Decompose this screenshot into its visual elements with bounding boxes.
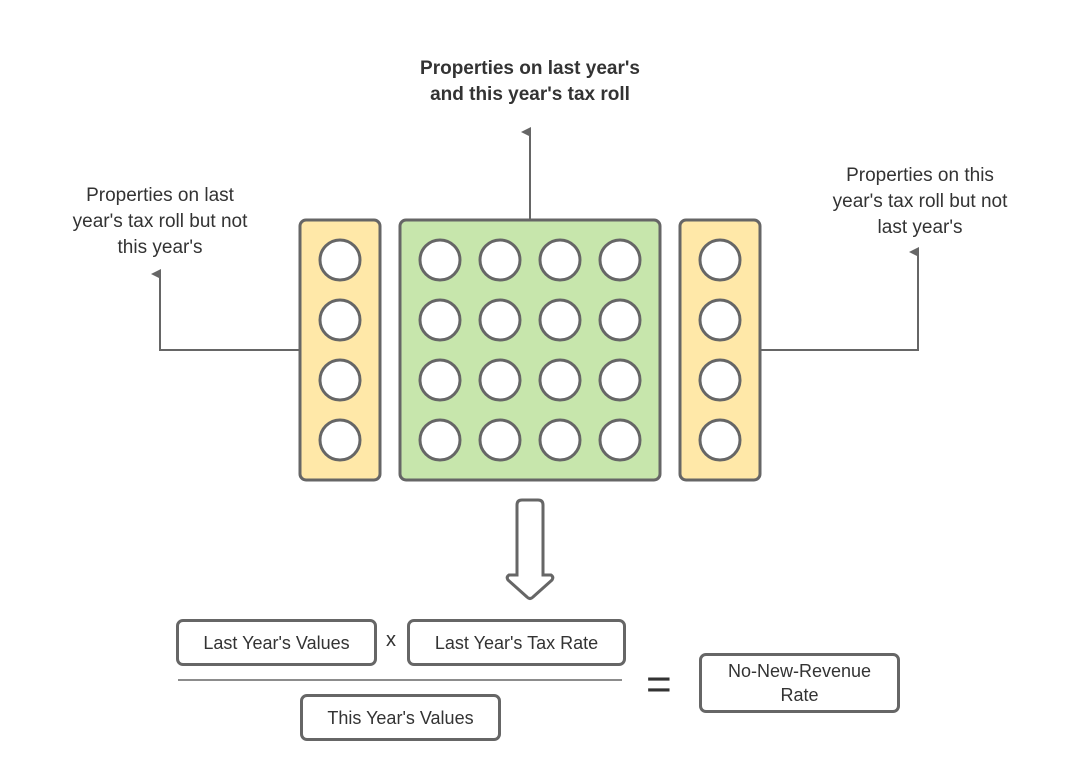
left-property-circle [318, 238, 362, 282]
left-property-circle [318, 298, 362, 342]
down-arrow [505, 498, 555, 600]
right-property-circle [698, 418, 742, 462]
center-property-circle [598, 238, 642, 282]
left-property-circle [318, 418, 362, 462]
multiply-operator: x [386, 629, 396, 651]
equals-sign: = [646, 660, 672, 709]
this-years-values-box: This Year's Values [300, 694, 501, 741]
center-property-circle [478, 238, 522, 282]
center-property-circle [418, 358, 462, 402]
label-last-year-only: Properties on last year's tax roll but n… [72, 185, 248, 258]
center-property-circle [478, 298, 522, 342]
left-column-group [298, 218, 382, 482]
center-property-circle [598, 358, 642, 402]
no-new-revenue-rate-box: No-New-Revenue Rate [699, 653, 900, 713]
center-property-circle [538, 298, 582, 342]
center-property-circle [478, 418, 522, 462]
right-property-circle [698, 238, 742, 282]
label-this-year-only: Properties on this year's tax roll but n… [832, 165, 1008, 238]
left-arrow [151, 269, 300, 351]
label-both-years: Properties on last year's and this year'… [420, 58, 640, 105]
right-arrow [760, 247, 919, 351]
center-property-circle [598, 298, 642, 342]
left-property-circle [318, 358, 362, 402]
center-property-circle [478, 358, 522, 402]
center-property-circle [538, 418, 582, 462]
center-grid-group [398, 218, 662, 482]
center-property-circle [418, 298, 462, 342]
center-property-circle [418, 238, 462, 282]
center-property-circle [538, 358, 582, 402]
last-years-tax-rate-box: Last Year's Tax Rate [407, 619, 626, 666]
center-property-circle [418, 418, 462, 462]
right-property-circle [698, 298, 742, 342]
right-property-circle [698, 358, 742, 402]
right-column-group [678, 218, 762, 482]
center-property-circle [598, 418, 642, 462]
last-years-values-box: Last Year's Values [176, 619, 377, 666]
center-property-circle [538, 238, 582, 282]
